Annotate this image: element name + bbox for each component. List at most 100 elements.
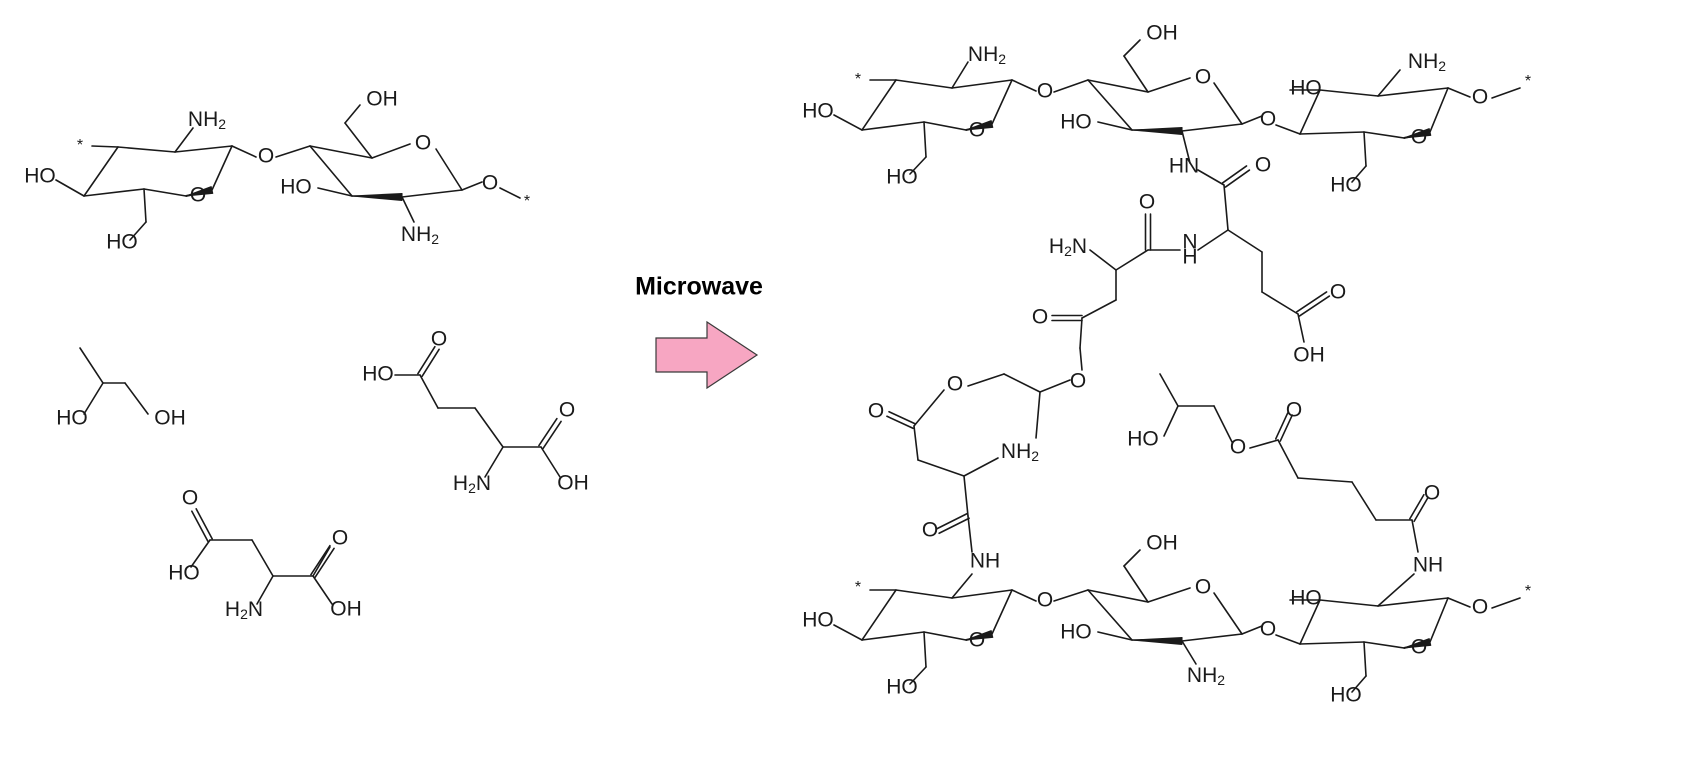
- bond: [1299, 131, 1365, 135]
- atom-label: HO: [56, 407, 88, 430]
- bond: [1039, 379, 1071, 393]
- bond: [923, 121, 927, 158]
- bond: [174, 127, 194, 153]
- atom-label: HO: [886, 676, 918, 699]
- atom-label: NH2: [1001, 440, 1039, 464]
- atom-label: O: [258, 145, 274, 168]
- bond: [1411, 519, 1419, 553]
- condition-label: Microwave: [635, 273, 763, 301]
- bond: [499, 187, 521, 199]
- bond: [991, 79, 1013, 125]
- wedge-bond: [965, 120, 994, 131]
- bond: [917, 459, 965, 477]
- bond: [913, 425, 919, 461]
- atom-label: O: [947, 373, 963, 396]
- atom-label: O: [182, 487, 198, 510]
- wedge-bond: [965, 630, 994, 641]
- atom-label: O: [559, 399, 575, 422]
- atom-label: O: [1037, 80, 1053, 103]
- bond: [474, 407, 504, 448]
- atom-label: O: [1195, 66, 1211, 89]
- bond: [195, 508, 214, 540]
- atom-label: O: [1330, 281, 1346, 304]
- bond: [886, 415, 914, 430]
- bond: [1081, 299, 1117, 319]
- reaction-arrow: Microwave: [635, 273, 763, 390]
- bond: [1298, 295, 1331, 317]
- bond: [1087, 79, 1133, 131]
- bond: [317, 187, 353, 197]
- bond: [256, 575, 274, 605]
- bond: [1011, 589, 1037, 602]
- atom-label: O: [1286, 399, 1302, 422]
- bond: [1227, 229, 1263, 253]
- bond: [143, 188, 147, 223]
- atom-label: HO: [24, 165, 56, 188]
- atom-label: OH: [154, 407, 186, 430]
- atom-label: O: [922, 519, 938, 542]
- bond: [1123, 39, 1141, 57]
- bond: [309, 145, 373, 159]
- atom-label: HO: [1330, 174, 1362, 197]
- bond: [91, 145, 119, 148]
- ring-oxygen: O: [969, 629, 985, 652]
- bond: [1275, 124, 1301, 135]
- bond: [174, 145, 233, 153]
- bond: [1079, 317, 1083, 349]
- atom-label: OH: [557, 472, 589, 495]
- bond: [129, 221, 147, 241]
- bond: [1491, 87, 1521, 99]
- bond: [1221, 165, 1248, 184]
- bond: [1089, 249, 1117, 271]
- bond: [1003, 373, 1041, 393]
- bond: [923, 121, 967, 131]
- bond: [1011, 79, 1037, 92]
- atom-label: OH: [1146, 532, 1178, 555]
- bond: [833, 114, 863, 131]
- atom-label: O: [431, 328, 447, 351]
- bond: [275, 145, 311, 158]
- bond: [1223, 184, 1229, 231]
- bond: [314, 547, 335, 579]
- bond: [251, 539, 274, 577]
- wedge-bond: [1403, 128, 1432, 139]
- bond: [1087, 589, 1133, 641]
- bond: [936, 512, 968, 530]
- bond: [1363, 131, 1405, 139]
- bond: [1351, 675, 1367, 693]
- bond: [312, 546, 331, 577]
- bond: [1377, 597, 1449, 607]
- bond: [1377, 69, 1401, 97]
- atom-label: O: [1424, 482, 1440, 505]
- bond: [1147, 587, 1191, 603]
- bond: [1351, 165, 1367, 183]
- bond: [1413, 496, 1429, 523]
- atom-label: HO: [802, 100, 834, 123]
- chain-end-star: *: [1525, 73, 1531, 90]
- atom-label: O: [1260, 108, 1276, 131]
- bond: [1274, 412, 1289, 440]
- bond: [1181, 633, 1243, 642]
- bond: [1377, 573, 1415, 607]
- bond: [211, 145, 233, 191]
- bond: [1241, 625, 1263, 635]
- bond: [1363, 641, 1367, 677]
- bond: [1159, 373, 1179, 407]
- bond: [312, 575, 333, 605]
- atom-label: H2N: [225, 598, 263, 622]
- wedge-bond: [185, 186, 214, 197]
- bond: [1319, 599, 1379, 607]
- bond: [1213, 405, 1233, 443]
- bond: [344, 122, 373, 159]
- bond: [190, 539, 211, 568]
- bond: [1277, 439, 1299, 479]
- atom-label: O: [1260, 618, 1276, 641]
- atom-label: O: [1472, 596, 1488, 619]
- bond: [1163, 405, 1179, 437]
- bond: [310, 544, 331, 576]
